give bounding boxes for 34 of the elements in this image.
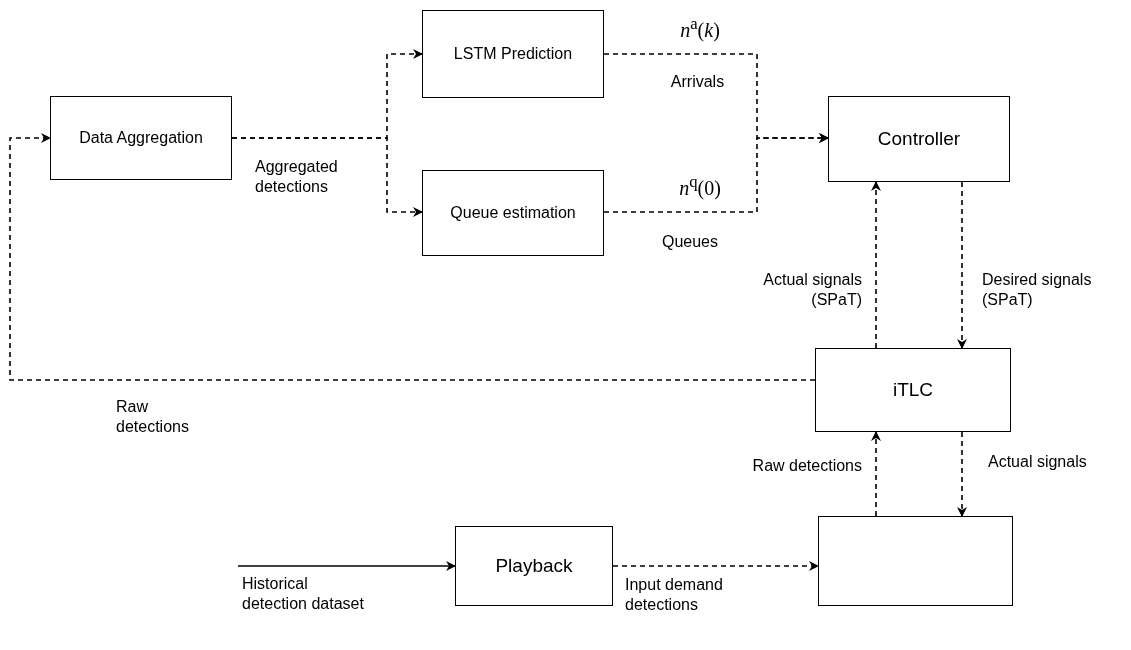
arrow [957, 181, 967, 349]
arrow [237, 561, 456, 571]
process-box [422, 170, 604, 256]
arrow [603, 133, 829, 213]
edge-label: Raw detections [116, 397, 190, 437]
arrow [9, 133, 816, 381]
process-box [828, 96, 1010, 182]
box-label: iTLC [892, 379, 934, 401]
math-label: n$^{a}$(k) [679, 14, 721, 40]
box-label: Queue estimation [450, 204, 576, 222]
box-label: Data Aggregation [79, 129, 203, 147]
box-label: Playback [495, 555, 573, 577]
edge-label: Historical detection dataset [242, 574, 365, 614]
edge-label: Arrivals [669, 72, 726, 92]
arrow [871, 181, 881, 349]
edge-label: Desired signals (SPaT) [982, 270, 1093, 310]
arrow [957, 431, 967, 517]
process-box [422, 10, 604, 98]
text-label: Aggregated detections [255, 157, 339, 197]
box-label: LSTM Prediction [453, 45, 573, 63]
arrow [231, 137, 423, 217]
arrow [871, 431, 881, 517]
box-label: Controller [877, 128, 961, 150]
edge-label: Input demand detections [625, 575, 724, 615]
empty-box [818, 516, 1013, 606]
edge-label: Queues [660, 232, 719, 252]
process-box [815, 348, 1011, 432]
math-label: n$^{q}$(0) [678, 172, 722, 198]
process-box [455, 526, 613, 606]
edge-label: Raw detections [751, 456, 862, 476]
process-box [50, 96, 232, 180]
edge-label: Actual signals [988, 452, 1088, 472]
arrow [612, 561, 819, 571]
edge-label: Actual signals (SPaT) [762, 270, 862, 310]
